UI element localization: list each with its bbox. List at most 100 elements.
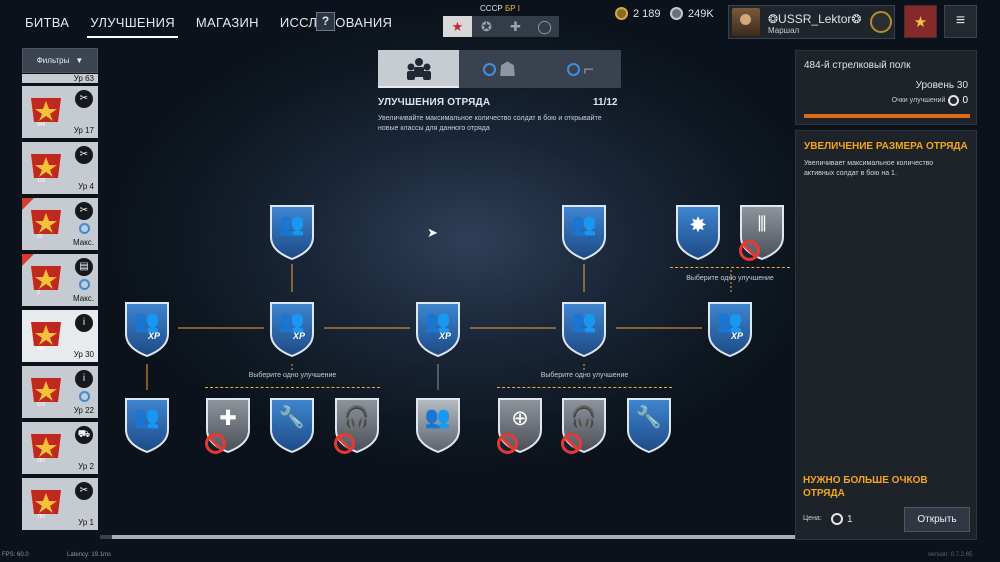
level-progress-bar <box>804 114 970 118</box>
shield-icon <box>562 302 606 358</box>
upgrade-title: УВЕЛИЧЕНИЕ РАЗМЕРА ОТРЯДА <box>804 141 968 152</box>
squad-level: Ур 17 <box>73 126 94 135</box>
nav-upgrades[interactable]: УЛУЧШЕНИЯ <box>87 8 178 38</box>
usa-star-icon[interactable]: ✪ <box>472 16 501 37</box>
nav-research[interactable]: ИССЛЕДОВАНИЯ <box>279 15 393 30</box>
latency-counter: Latency: 19.1ms <box>67 552 112 558</box>
squad-upgrades-title: УЛУЧШЕНИЯ ОТРЯДА <box>378 97 491 108</box>
xp-icon: XP <box>148 331 161 341</box>
help-button[interactable]: ? <box>316 12 335 31</box>
engineer-node[interactable]: 🔧 <box>268 396 316 454</box>
squad-number: 287 <box>37 458 46 464</box>
squad-emblem-icon <box>31 490 61 514</box>
squad-emblem-icon <box>31 378 61 402</box>
silver-coin-icon <box>670 7 683 20</box>
squad-points-icon <box>831 513 843 525</box>
squad-card[interactable]: 22✂Макс. <box>22 198 98 250</box>
nav-battle[interactable]: БИТВА <box>25 15 70 30</box>
nav-shop[interactable]: МАГАЗИН <box>195 15 259 30</box>
squad-size-node[interactable]: 👥 <box>268 203 316 261</box>
regiment-card: 484-й стрелковый полк Уровень 30 Очки ул… <box>795 50 977 125</box>
squad-xp-node[interactable]: 👥XP <box>706 300 754 358</box>
upgrade-points-label: Очки улучшений <box>891 97 946 104</box>
hamburger-menu-icon[interactable]: ≡ <box>944 5 977 38</box>
squad-class-icon: ⛟ <box>75 426 93 444</box>
shield-icon <box>562 205 606 261</box>
engineer-node[interactable]: 🔧 <box>625 396 673 454</box>
check-icon <box>79 223 90 234</box>
radio-icon: 🎧 <box>343 406 371 429</box>
tab-squad-upgrades[interactable] <box>378 50 459 88</box>
uk-roundel-icon[interactable]: ◯ <box>530 16 559 37</box>
squad-xp-node[interactable]: 👥XP <box>268 300 316 358</box>
squad-card[interactable]: 948✂Ур 17 <box>22 86 98 138</box>
squad-card-partial[interactable]: Ур 63 <box>22 74 98 83</box>
choice-divider <box>205 387 380 388</box>
price-label: Цена: <box>803 515 822 522</box>
top-bar: БИТВА УЛУЧШЕНИЯ МАГАЗИН ИССЛЕДОВАНИЯ ? С… <box>0 0 1000 44</box>
squad-upgrades-description: Увеличивайте максимальное количество сол… <box>378 115 602 132</box>
squad-card[interactable]: 3▤Макс. <box>22 254 98 306</box>
squad-class-icon: ▤ <box>75 258 93 276</box>
upgrade-description: Увеличивает максимальное количество акти… <box>804 160 934 177</box>
fps-counter: FPS: 60.0 <box>2 552 29 558</box>
squad-size-node[interactable]: 👥 <box>123 396 171 454</box>
explosive-node[interactable]: ✸ <box>674 203 722 261</box>
upgrade-points-value: 0 <box>962 95 968 106</box>
xp-icon: XP <box>293 331 306 341</box>
tab-underline <box>378 86 459 88</box>
squad-emblem-icon <box>31 322 61 346</box>
avatar <box>732 8 760 36</box>
squad-card[interactable]: 126✂Ур 4 <box>22 142 98 194</box>
profile-card[interactable]: ❂USSR_Lektor❂ Маршал <box>728 5 895 39</box>
squad-emblem-icon <box>31 210 61 234</box>
squad-emblem-icon <box>31 154 61 178</box>
squad-level: Ур 63 <box>73 74 94 83</box>
soldiers-icon <box>406 58 431 80</box>
shield-icon <box>125 302 169 358</box>
check-icon <box>567 62 581 76</box>
people-icon: 👥 <box>278 213 306 236</box>
squad-size-node-selected[interactable]: 👥 <box>414 396 462 454</box>
squad-emblem-icon <box>31 266 61 290</box>
crowd-icon: 👥 <box>570 310 598 333</box>
shield-icon <box>708 302 752 358</box>
ussr-star-icon[interactable]: ★ <box>443 16 472 37</box>
open-button[interactable]: Открыть <box>904 507 970 532</box>
squad-size-node[interactable]: 👥 <box>560 203 608 261</box>
squad-card[interactable]: 287 ⛟ Ур 2 <box>22 422 98 474</box>
silver-amount: 249K <box>688 7 714 20</box>
gold-currency[interactable]: 2 189 <box>615 7 661 20</box>
shield-icon <box>270 205 314 261</box>
choose-one-label: Выберите одно улучшение <box>686 275 774 282</box>
filter-button[interactable]: Фильтры ▼ <box>22 48 98 73</box>
tab-soldier-upgrades[interactable]: ☗ <box>459 50 540 88</box>
silver-currency[interactable]: 249K <box>670 7 714 20</box>
blocked-icon <box>561 433 582 454</box>
germany-cross-icon[interactable]: ✚ <box>501 16 530 37</box>
shield-icon <box>627 398 671 454</box>
squad-number: 22 <box>37 234 43 240</box>
squad-class-icon: ✂ <box>75 146 93 164</box>
people-icon: 👥 <box>133 406 161 429</box>
squad-xp-node[interactable]: 👥XP <box>414 300 462 358</box>
need-more-points: НУЖНО БОЛЬШЕ ОЧКОВ ОТРЯДА <box>803 475 928 499</box>
tab-weapon-upgrades[interactable]: ⌐ <box>540 50 621 88</box>
squad-level: Ур 2 <box>78 462 94 471</box>
explosion-icon: ✸ <box>689 214 707 237</box>
squad-number: 126 <box>37 178 46 184</box>
squad-level: Ур 30 <box>73 350 94 359</box>
main-nav: БИТВА УЛУЧШЕНИЯ МАГАЗИН ИССЛЕДОВАНИЯ <box>22 8 395 38</box>
squad-size-node[interactable]: 👥 <box>560 300 608 358</box>
squad-xp-node[interactable]: 👥XP <box>123 300 171 358</box>
squad-card[interactable]: 787✂Ур 1 <box>22 478 98 530</box>
choose-one-label: Выберите одно улучшение <box>540 372 629 379</box>
funnel-icon: ▼ <box>75 56 84 65</box>
scrollbar-thumb[interactable] <box>112 535 795 539</box>
gold-amount: 2 189 <box>633 7 661 20</box>
rank-star-icon[interactable]: ★ <box>904 5 937 38</box>
